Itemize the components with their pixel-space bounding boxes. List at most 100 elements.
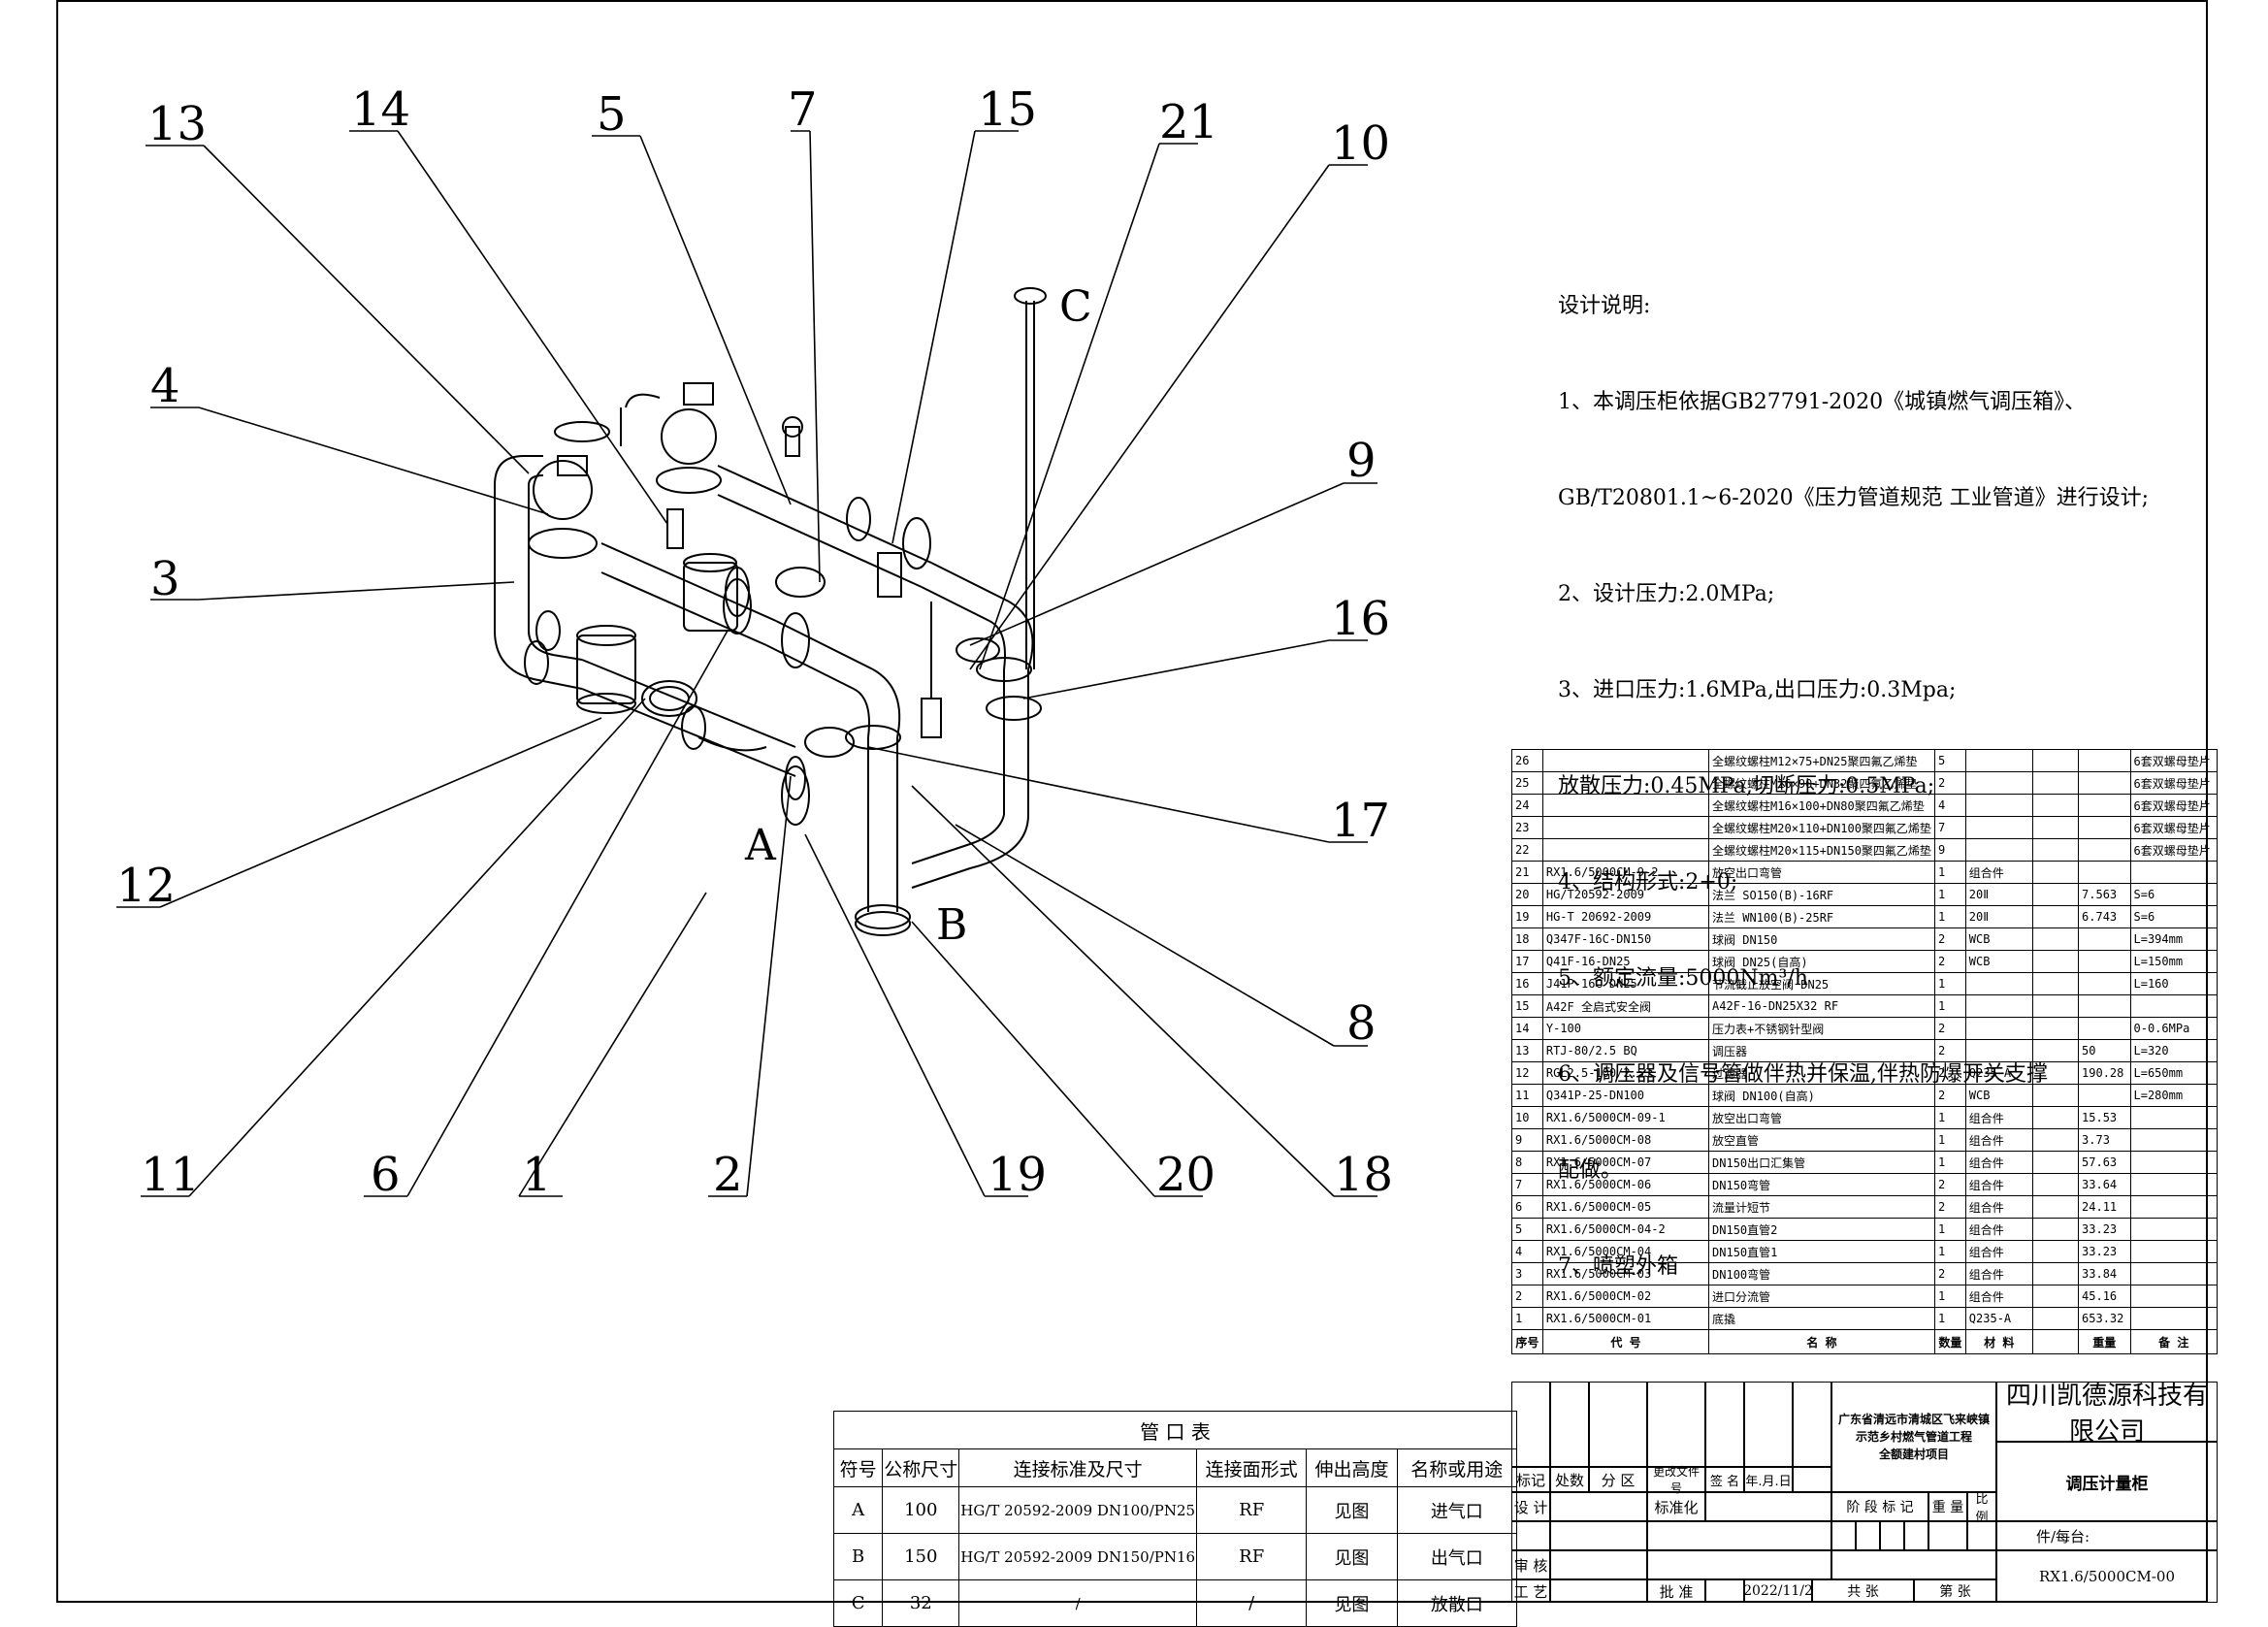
bom-cell: 压力表+不锈钢针型阀 (1708, 1017, 1935, 1040)
bom-cell: 1 (1933, 1151, 1966, 1174)
pipework (494, 287, 1047, 936)
bom-cell: 6套双螺母垫片 (2129, 771, 2218, 795)
bom-cell (1964, 749, 2033, 772)
stage-label: 阶 段 标 记 (1831, 1492, 1928, 1521)
bom-cell: 法兰 SO150(B)-16RF (1708, 883, 1935, 906)
bom-cell: 20Ⅱ (1964, 883, 2033, 906)
bom-cell: 7 (1511, 1173, 1543, 1196)
bom-header: 数量 (1933, 1329, 1966, 1354)
nozzle-cell: 出气口 (1396, 1533, 1518, 1580)
bom-cell (2129, 1262, 2218, 1285)
drawing-name: 调压计量柜 (1996, 1442, 2218, 1521)
nozzle-cell: 见图 (1306, 1533, 1398, 1580)
port-letter-a: A (745, 821, 776, 870)
bom-cell: 4 (1511, 1240, 1543, 1263)
bom-cell: 组合件 (1964, 1262, 2033, 1285)
bom-cell: 12 (1511, 1061, 1543, 1085)
bom-cell: L=150mm (2129, 950, 2218, 973)
nozzle-cell: RF (1196, 1533, 1308, 1580)
bom-cell: 16 (1511, 972, 1543, 995)
callout-2: 2 (713, 1148, 743, 1202)
bom-cell: DN150直管2 (1708, 1218, 1935, 1241)
bom-cell (2078, 861, 2131, 884)
bom-cell (2031, 1195, 2080, 1219)
bom-cell: Q347F-16C-DN150 (1541, 927, 1710, 951)
bom-cell (2129, 1128, 2218, 1152)
bom-cell: 1 (1933, 1218, 1966, 1241)
bom-cell: 21 (1511, 861, 1543, 884)
bom-cell: 法兰 WN100(B)-25RF (1708, 905, 1935, 928)
nozzle-cell: HG/T 20592-2009 DN150/PN16 (958, 1533, 1198, 1580)
scale-value (1967, 1521, 1996, 1550)
bom-cell: L=394mm (2129, 927, 2218, 951)
bom-cell: RX1.6/5000CM-06 (1541, 1173, 1710, 1196)
bom-cell: 2 (1933, 1173, 1966, 1196)
bom-cell: 13 (1511, 1039, 1543, 1062)
leader-lines (116, 130, 1377, 1197)
bom-cell (2031, 1285, 2080, 1308)
callout-14: 14 (351, 82, 411, 137)
nozzle-cell: B (832, 1533, 884, 1580)
port-letter-c: C (1059, 282, 1092, 332)
nozzle-row: B 150 HG/T 20592-2009 DN150/PN16 RF 见图 出… (832, 1533, 1518, 1580)
bom-cell (2031, 1061, 2080, 1085)
bom-header: 备 注 (2129, 1329, 2218, 1354)
bom-cell (2129, 1151, 2218, 1174)
bom-cell (1964, 972, 2033, 995)
rev-cell (1589, 1382, 1647, 1467)
callout-20: 20 (1156, 1148, 1216, 1202)
bom-cell: 2 (1933, 1039, 1966, 1062)
bom-cell (2031, 927, 2080, 951)
bom-cell: 6套双螺母垫片 (2129, 794, 2218, 817)
bom-cell: RX1.6/5000CM-04 (1541, 1240, 1710, 1263)
bom-cell: 20 (1511, 883, 1543, 906)
bom-cell (2078, 838, 2131, 862)
bom-cell: DN100弯管 (1708, 1262, 1935, 1285)
bom-cell: 全螺纹螺柱M20×115+DN150聚四氟乙烯垫 (1708, 838, 1935, 862)
bom-cell (2078, 1017, 2131, 1040)
bom-cell (2129, 1195, 2218, 1219)
bom-cell: 1 (1933, 1106, 1966, 1129)
bom-cell (2129, 1106, 2218, 1129)
review-label: 审 核 (1511, 1550, 1550, 1579)
bom-cell: 1 (1933, 861, 1966, 884)
callout-5: 5 (597, 87, 627, 142)
approve-sign (1705, 1579, 1744, 1603)
bom-cell: L=320 (2129, 1039, 2218, 1062)
bom-cell: A42F 全启式安全阀 (1541, 994, 1710, 1018)
nozzle-row: A 100 HG/T 20592-2009 DN100/PN25 RF 见图 进… (832, 1486, 1518, 1534)
bom-cell (1964, 816, 2033, 839)
callout-10: 10 (1331, 116, 1391, 171)
bom-cell: HG-T 20692-2009 (1541, 905, 1710, 928)
blank-cell (1647, 1550, 1831, 1579)
bom-cell: 2 (1933, 1017, 1966, 1040)
nozzle-cell: RF (1196, 1486, 1308, 1534)
bom-cell: 4 (1933, 794, 1966, 817)
bom-cell: 5 (1511, 1218, 1543, 1241)
bom-cell: 组合件 (1964, 1240, 2033, 1263)
bom-cell: RX1.6/5000CM-09-1 (1541, 1106, 1710, 1129)
bom-cell: 14 (1511, 1017, 1543, 1040)
stage-cell (1880, 1521, 1904, 1550)
weight-label: 重 量 (1928, 1492, 1967, 1521)
bom-cell: RX1.6/5000CM-07 (1541, 1151, 1710, 1174)
callout-13: 13 (147, 97, 208, 151)
design-notes-title: 设计说明: (1558, 294, 1651, 318)
bom-cell: 2 (1933, 771, 1966, 795)
bom-cell: 1 (1933, 994, 1966, 1018)
approve-date: 2022/11/2 (1743, 1579, 1813, 1603)
process-sign (1550, 1579, 1647, 1603)
